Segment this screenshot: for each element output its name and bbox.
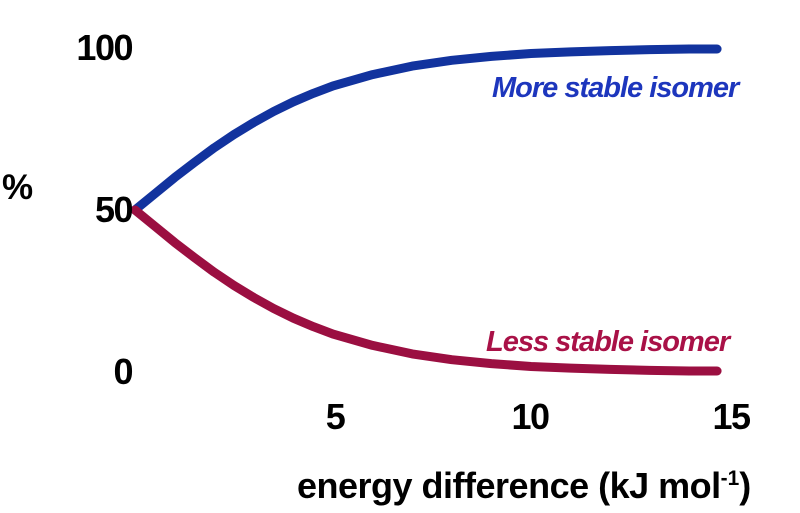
more-stable-curve — [130, 44, 722, 215]
x-tick-15: 15 — [712, 396, 751, 437]
x-axis-title-superscript: -1 — [720, 467, 740, 490]
more-stable-label: More stable isomer — [492, 72, 739, 104]
y-tick-100: 100 — [76, 27, 133, 68]
less-stable-curve — [130, 205, 722, 376]
y-tick-0: 0 — [113, 351, 133, 392]
less-stable-label: Less stable isomer — [486, 326, 730, 358]
y-axis-title: % — [2, 168, 34, 207]
x-tick-5: 5 — [325, 396, 346, 437]
y-tick-50: 50 — [94, 189, 134, 230]
x-tick-10: 10 — [511, 396, 550, 437]
x-axis-title-close: ) — [739, 465, 751, 506]
x-axis-title-text: energy difference (kJ mol — [297, 465, 721, 506]
x-axis-title: energy difference (kJ mol-1) — [297, 459, 751, 506]
